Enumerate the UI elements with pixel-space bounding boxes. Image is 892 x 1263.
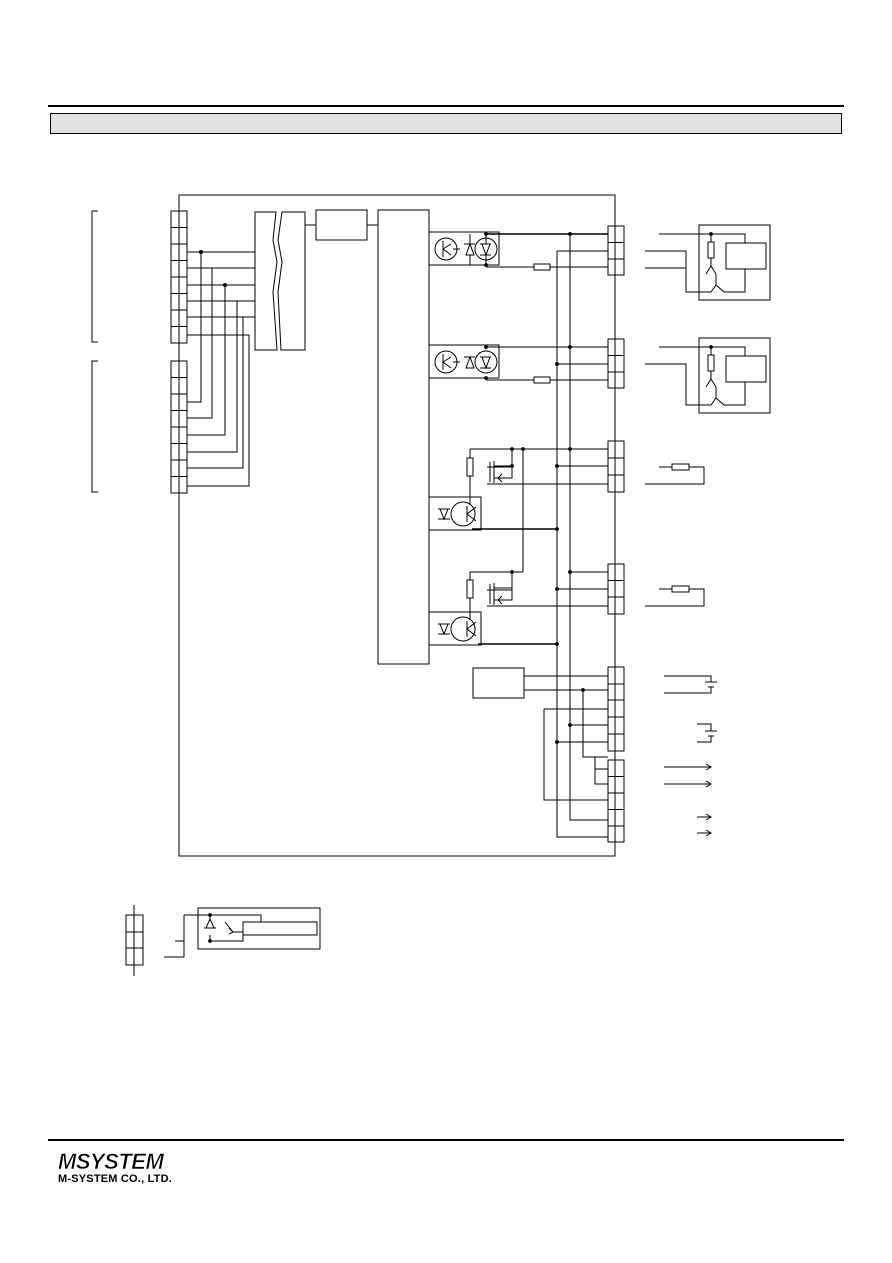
company-name: M-SYSTEM CO., LTD. — [58, 1173, 173, 1185]
power-block — [315, 209, 368, 241]
terminal-block-left-upper — [170, 210, 188, 344]
logic-block — [377, 209, 430, 665]
output-channel-2 — [428, 344, 608, 384]
legend-module — [164, 907, 321, 958]
external-load-3 — [645, 463, 705, 485]
supply-block — [472, 667, 525, 699]
terminal-block-left-lower — [170, 360, 188, 494]
footer-rule — [48, 1139, 844, 1141]
legend-terminal — [125, 905, 144, 976]
section-title-bar — [50, 113, 842, 134]
output-channel-1 — [428, 231, 608, 271]
signal-arrows — [664, 763, 712, 837]
bus-line-b — [569, 234, 608, 821]
left-wiring — [187, 250, 255, 487]
terminal-block-right-6 — [607, 759, 625, 843]
terminal-block-right-2 — [607, 338, 625, 389]
battery-symbol-2 — [697, 723, 717, 743]
terminal-block-right-1 — [607, 225, 625, 276]
header-rule — [48, 105, 844, 107]
battery-symbol-1 — [664, 675, 717, 694]
terminal-block-right-4 — [607, 563, 625, 615]
unit-housing — [178, 194, 616, 857]
output-channel-4 — [428, 529, 608, 646]
bracket-lower — [91, 360, 98, 493]
msystem-logo: MSYSTEM — [58, 1150, 165, 1172]
terminal-block-right-3 — [607, 440, 625, 493]
output-channel-3 — [428, 447, 608, 531]
bus-line-a — [556, 251, 608, 838]
external-load-1 — [645, 224, 771, 301]
external-load-2 — [645, 337, 771, 414]
bracket-upper — [91, 210, 98, 343]
external-load-4 — [645, 585, 705, 607]
ribbon-connector — [254, 211, 306, 351]
terminal-block-right-5 — [607, 666, 625, 752]
logo-wordmark: MSYSTEM — [58, 1150, 164, 1172]
